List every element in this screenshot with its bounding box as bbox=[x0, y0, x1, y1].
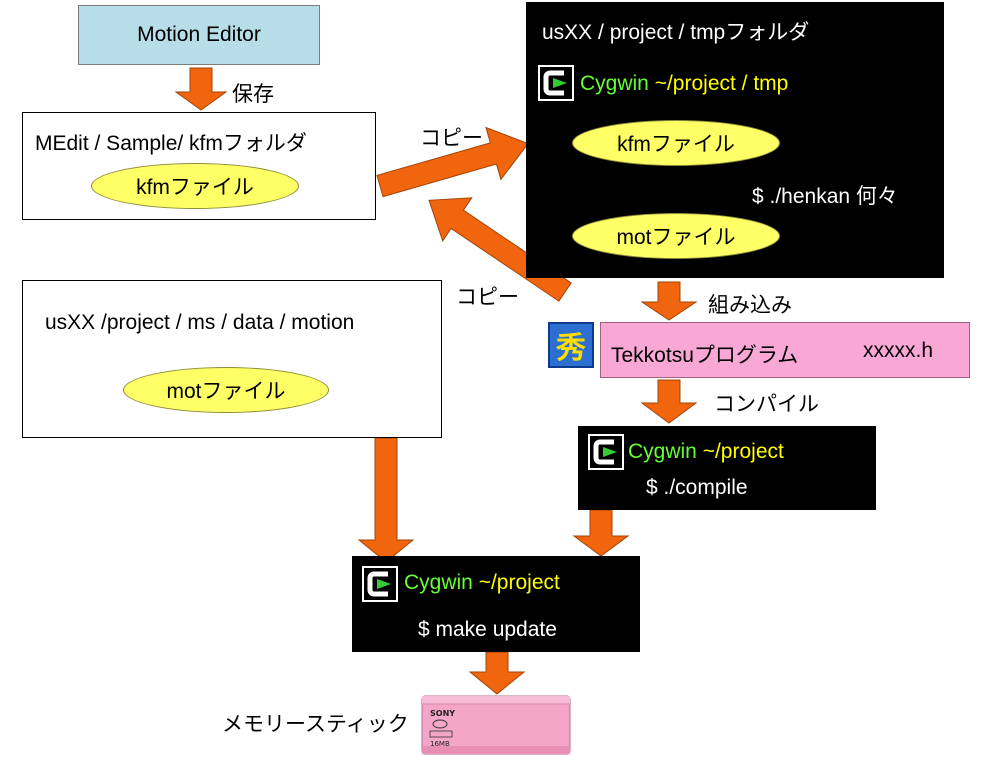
compile-cygwin-path: ~/project bbox=[702, 440, 784, 463]
medit-folder-title: MEdit / Sample/ kfmフォルダ bbox=[35, 132, 307, 155]
arrow-embed bbox=[640, 281, 698, 321]
save-label: 保存 bbox=[232, 83, 274, 106]
tmp-cygwin-path: ~/project / tmp bbox=[654, 72, 789, 95]
tmp-mot-file: motファイル bbox=[572, 213, 780, 259]
memory-stick-capacity: 16MB bbox=[430, 740, 450, 748]
tekkotsu-header-file: xxxxx.h bbox=[863, 339, 934, 362]
embed-label: 組み込み bbox=[708, 294, 792, 317]
arrow-compile bbox=[640, 379, 698, 424]
arrow-motion-to-update bbox=[357, 437, 415, 563]
tekkotsu-bar: Tekkotsuプログラム xxxxx.h bbox=[600, 322, 970, 378]
update-terminal: Cygwin ~/project $ make update bbox=[352, 556, 640, 652]
update-cygwin-line: Cygwin ~/project bbox=[404, 571, 560, 595]
tmp-folder-title: usXX / project / tmpフォルダ bbox=[542, 21, 810, 44]
compile-cygwin-line: Cygwin ~/project bbox=[628, 440, 784, 464]
update-command: $ make update bbox=[418, 618, 557, 641]
motion-mot-file: motファイル bbox=[123, 367, 329, 413]
memory-stick-image: SONY 16MB bbox=[421, 695, 571, 755]
tmp-kfm-file: kfmファイル bbox=[572, 120, 780, 166]
update-cygwin-prompt: Cygwin bbox=[404, 571, 473, 594]
arrow-update-to-stick bbox=[468, 651, 526, 695]
motion-folder-title: usXX /project / ms / data / motion bbox=[45, 311, 355, 334]
compile-command: $ ./compile bbox=[646, 476, 748, 499]
arrow-save bbox=[174, 67, 228, 111]
memory-stick-label: メモリースティック bbox=[222, 713, 409, 736]
copy-to-tmp-label: コピー bbox=[420, 127, 483, 150]
henkan-command: $ ./henkan 何々 bbox=[752, 185, 898, 208]
cygwin-icon bbox=[362, 566, 398, 602]
motion-folder-box: usXX /project / ms / data / motion motファ… bbox=[22, 280, 442, 438]
cygwin-icon bbox=[538, 65, 574, 101]
tekkotsu-title: Tekkotsuプログラム bbox=[611, 344, 799, 367]
compile-label: コンパイル bbox=[714, 393, 819, 416]
compile-terminal: Cygwin ~/project $ ./compile bbox=[578, 426, 876, 510]
cygwin-icon bbox=[588, 434, 624, 470]
arrow-copy-to-tmp bbox=[376, 126, 529, 198]
medit-kfm-file: kfmファイル bbox=[91, 163, 299, 209]
update-cygwin-path: ~/project bbox=[478, 571, 560, 594]
tekkotsu-logo: 秀 bbox=[548, 322, 594, 368]
arrow-compile-to-update bbox=[572, 509, 630, 557]
medit-folder-box: MEdit / Sample/ kfmフォルダ kfmファイル bbox=[22, 112, 376, 220]
copy-to-motion-label: コピー bbox=[456, 286, 519, 309]
motion-editor-box: Motion Editor bbox=[78, 5, 320, 65]
tmp-cygwin-line: Cygwin ~/project / tmp bbox=[580, 72, 788, 96]
motion-editor-title: Motion Editor bbox=[137, 23, 261, 46]
memory-stick-brand: SONY bbox=[430, 709, 455, 718]
tmp-folder-box: usXX / project / tmpフォルダ Cygwin ~/projec… bbox=[526, 2, 944, 278]
tekkotsu-logo-glyph: 秀 bbox=[556, 331, 586, 366]
tmp-cygwin-prompt: Cygwin bbox=[580, 72, 649, 95]
compile-cygwin-prompt: Cygwin bbox=[628, 440, 697, 463]
